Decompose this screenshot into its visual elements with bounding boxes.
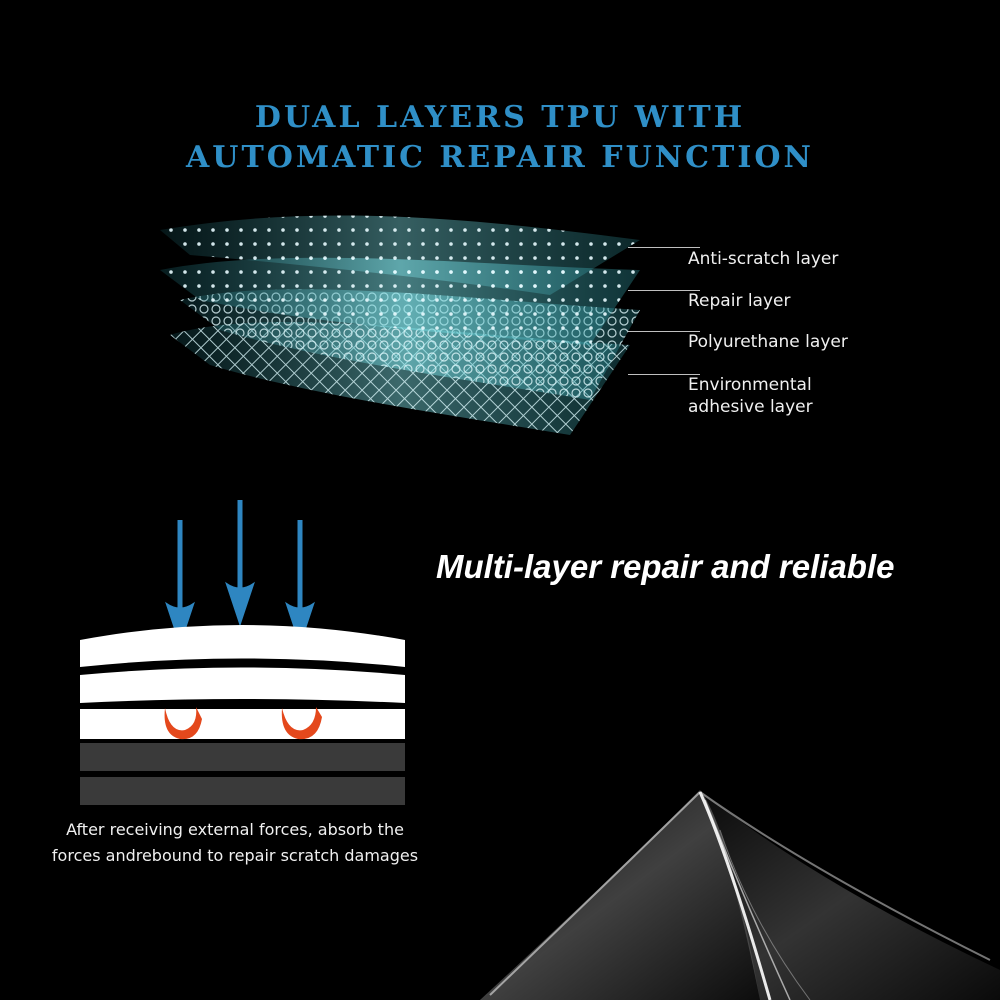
label-polyurethane-layer: Polyurethane layer (688, 332, 848, 352)
force-rebound-diagram (80, 500, 405, 805)
top-bent-layer (80, 625, 405, 667)
base-layer-dark (80, 743, 405, 771)
lower-flat-layer (80, 709, 405, 739)
leader-line-anti-scratch (628, 247, 700, 248)
force-arrow-icon (225, 500, 255, 627)
leader-line-polyurethane (628, 331, 700, 332)
leader-line-adhesive (628, 374, 700, 375)
anti-scratch-layer-sheet (160, 215, 640, 295)
tagline: Multi-layer repair and reliable (436, 548, 895, 585)
caption-line1: After receiving external forces, absorb … (66, 820, 404, 839)
force-arrow-icon (285, 520, 315, 647)
label-anti-scratch-layer: Anti-scratch layer (688, 249, 839, 269)
repair-arrow-icon (164, 707, 202, 740)
leader-line-repair (628, 290, 700, 291)
clear-film-peel-image (480, 790, 1000, 1000)
base-layer-dark (80, 777, 405, 805)
page-title-line2: AUTOMATIC REPAIR FUNCTION (186, 140, 814, 175)
caption-line2: forces andrebound to repair scratch dama… (51, 846, 419, 865)
label-repair-layer: Repair layer (688, 291, 791, 311)
middle-bent-layer (80, 667, 405, 703)
layers-illustration (160, 215, 640, 435)
repair-arrow-icon (281, 707, 322, 740)
label-environmental: Environmental (688, 375, 812, 395)
force-arrow-icon (165, 520, 195, 647)
page-title-line1: DUAL LAYERS TPU WITH (254, 100, 746, 135)
label-adhesive-layer: adhesive layer (688, 397, 813, 417)
